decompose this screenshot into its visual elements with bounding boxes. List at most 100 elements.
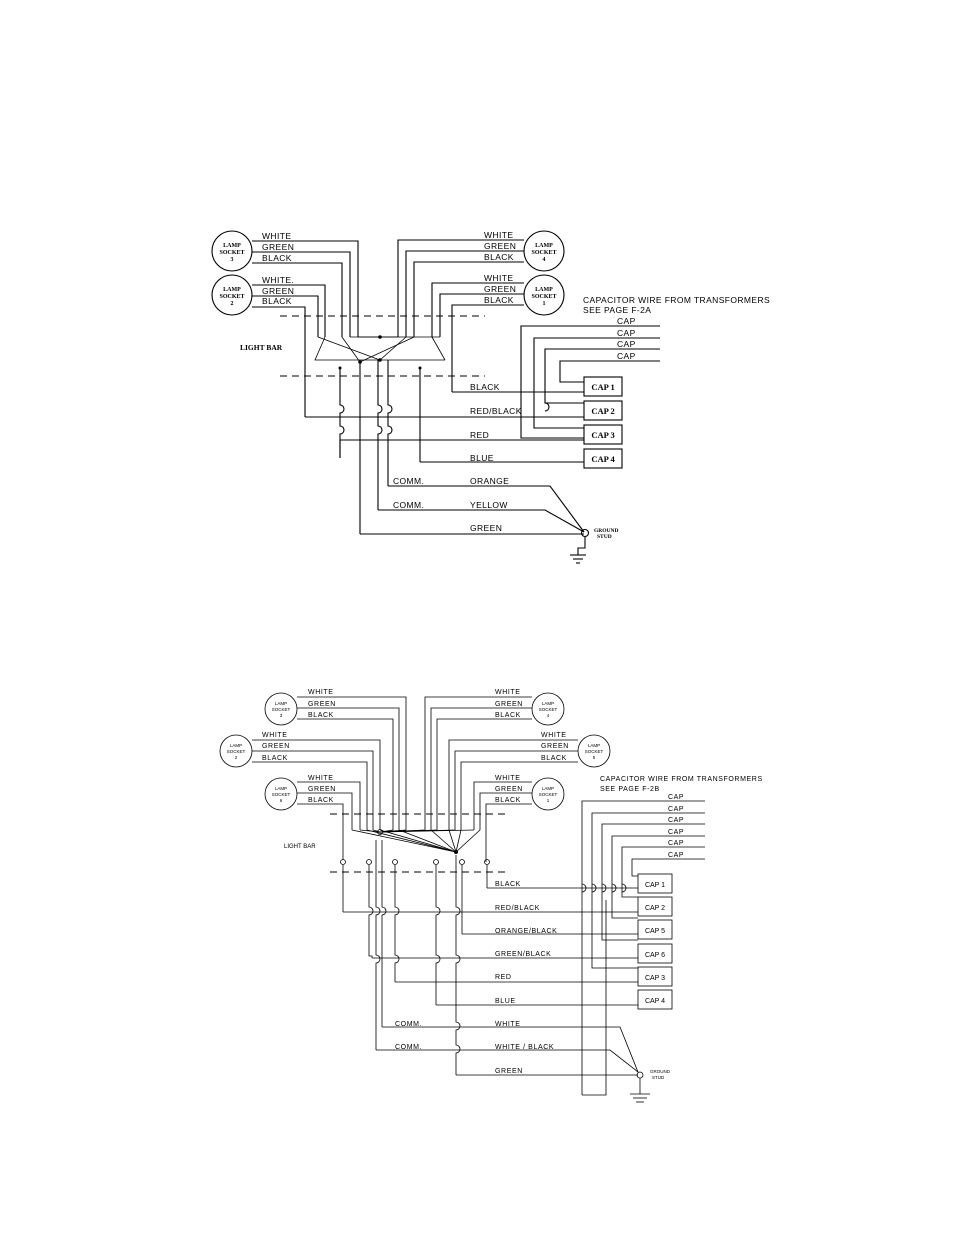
light-bar-wiring [314, 335, 446, 370]
lamp-socket-3: LAMP SOCKET 3 [211, 230, 253, 272]
socket-label: SOCKET [539, 792, 558, 797]
wire-label-comm: COMM. [395, 1044, 422, 1051]
wire-label-green: GREEN [495, 701, 523, 708]
wire-label-green: GREEN [484, 241, 516, 251]
wire-label-green: GREEN [495, 1068, 523, 1075]
socket-number: 4 [543, 257, 546, 263]
wire-label-green: GREEN [262, 242, 294, 252]
cap-wire-label: CAP [617, 328, 636, 338]
cap-wire-label: CAP [668, 794, 684, 801]
cap-wire-label: CAP [617, 316, 636, 326]
wire-label-white: WHITE [541, 732, 567, 739]
wire-label-green: GREEN [495, 786, 523, 793]
capacitor-note: CAPACITOR WIRE FROM TRANSFORMERS [600, 776, 763, 783]
wire-label-white: WHITE [495, 689, 521, 696]
lamp-socket-4: LAMP SOCKET 4 [523, 230, 565, 272]
capacitor-box-3: CAP 3 [583, 424, 623, 445]
wire-label-green: GREEN [262, 286, 294, 296]
socket-label: SOCKET [539, 707, 558, 712]
wire-label-black: BLACK [484, 252, 514, 262]
lamp-socket-1: LAMP SOCKET 1 [531, 777, 565, 811]
capacitor-box-2: CAP 2 [583, 400, 623, 421]
svg-text:CAP 2: CAP 2 [591, 406, 614, 416]
wire-label-black: BLACK [262, 755, 288, 762]
wire-label-comm: COMM. [393, 476, 424, 486]
wire-label-white: WHITE [495, 775, 521, 782]
cap-wire-label: CAP [668, 806, 684, 813]
ground-stud: GROUND STUD [570, 528, 618, 564]
ground-label: GROUND [594, 528, 618, 534]
diagram-2: LAMP SOCKET 3 LAMP SOCKET 4 LAMP SOCKET … [219, 689, 763, 1103]
capacitor-box-4: CAP 4 [583, 448, 623, 469]
wire-label-blue: BLUE [470, 453, 494, 463]
wire-label-black: BLACK [495, 881, 521, 888]
wire-label-black: BLACK [262, 253, 292, 263]
wire-label-black: BLACK [470, 382, 500, 392]
socket-label: SOCKET [272, 707, 291, 712]
wire-label-green: GREEN [541, 743, 569, 750]
socket-label: LAMP [542, 786, 554, 791]
capacitor-box-1: CAP 1 [637, 873, 673, 894]
wire-label-white: WHITE. [262, 275, 294, 285]
capacitor-note: CAPACITOR WIRE FROM TRANSFORMERS [583, 295, 770, 305]
svg-text:CAP 1: CAP 1 [645, 882, 665, 889]
wire-label-black: BLACK [262, 296, 292, 306]
wire-label-blue: BLUE [495, 998, 516, 1005]
ground-label: GROUND [650, 1069, 671, 1074]
wire-label-white: WHITE [484, 230, 513, 240]
socket-label: LAMP [275, 701, 287, 706]
capacitor-box-1: CAP 1 [583, 376, 623, 397]
socket-label: LAMP [535, 287, 553, 293]
svg-text:CAP 5: CAP 5 [645, 928, 665, 935]
socket-label: SOCKET [219, 250, 244, 256]
trunk-wires [342, 840, 488, 1075]
socket-label: LAMP [223, 287, 241, 293]
ground-label: STUD [597, 534, 612, 540]
lamp-socket-2: LAMP SOCKET 2 [211, 274, 253, 316]
socket-number: 2 [231, 301, 234, 307]
wire-label-comm: COMM. [393, 500, 424, 510]
wire-label-white: WHITE [484, 273, 513, 283]
wire-label-white: WHITE [308, 689, 334, 696]
cap-wire-label: CAP [617, 351, 636, 361]
wire-label-orange-black: ORANGE/BLACK [495, 928, 557, 935]
lamp-socket-2: LAMP SOCKET 2 [219, 734, 253, 768]
wire-label-black: BLACK [541, 755, 567, 762]
socket-wires-left [252, 240, 359, 417]
capacitor-box-2: CAP 2 [637, 896, 673, 917]
svg-text:CAP 3: CAP 3 [591, 430, 614, 440]
socket-label: SOCKET [219, 294, 244, 300]
light-bar-label: LIGHT BAR [240, 343, 283, 352]
socket-label: SOCKET [531, 250, 556, 256]
cap-wire-label: CAP [617, 339, 636, 349]
wire-label-green: GREEN [308, 786, 336, 793]
wire-label-white: WHITE [308, 775, 334, 782]
svg-text:CAP 4: CAP 4 [591, 454, 615, 464]
svg-text:CAP 3: CAP 3 [645, 975, 665, 982]
capacitor-wires [520, 325, 660, 439]
lamp-socket-4: LAMP SOCKET 4 [531, 692, 565, 726]
wire-label-black: BLACK [308, 797, 334, 804]
socket-label: SOCKET [227, 749, 246, 754]
wire-label-white-black: WHITE / BLACK [495, 1044, 554, 1051]
capacitor-box-5: CAP 5 [637, 919, 673, 940]
lamp-socket-3: LAMP SOCKET 3 [264, 692, 298, 726]
socket-number: 1 [547, 798, 550, 803]
output-wires [305, 391, 585, 535]
light-bar-label: LIGHT BAR [284, 844, 316, 850]
capacitor-note: SEE PAGE F-2A [583, 305, 651, 315]
light-bar-wiring [340, 829, 490, 865]
cap-wire-label: CAP [668, 840, 684, 847]
capacitor-note: SEE PAGE F-2B [600, 786, 660, 793]
socket-number: 3 [280, 713, 283, 718]
wire-label-white: WHITE [495, 1021, 521, 1028]
svg-text:CAP 4: CAP 4 [645, 998, 665, 1005]
wire-label-black: BLACK [495, 797, 521, 804]
socket-label: LAMP [588, 743, 600, 748]
output-wires [343, 887, 639, 1076]
wire-label-comm: COMM. [395, 1021, 422, 1028]
lamp-socket-1: LAMP SOCKET 1 [523, 274, 565, 316]
socket-label: SOCKET [531, 294, 556, 300]
lamp-socket-5: LAMP SOCKET 5 [577, 734, 611, 768]
